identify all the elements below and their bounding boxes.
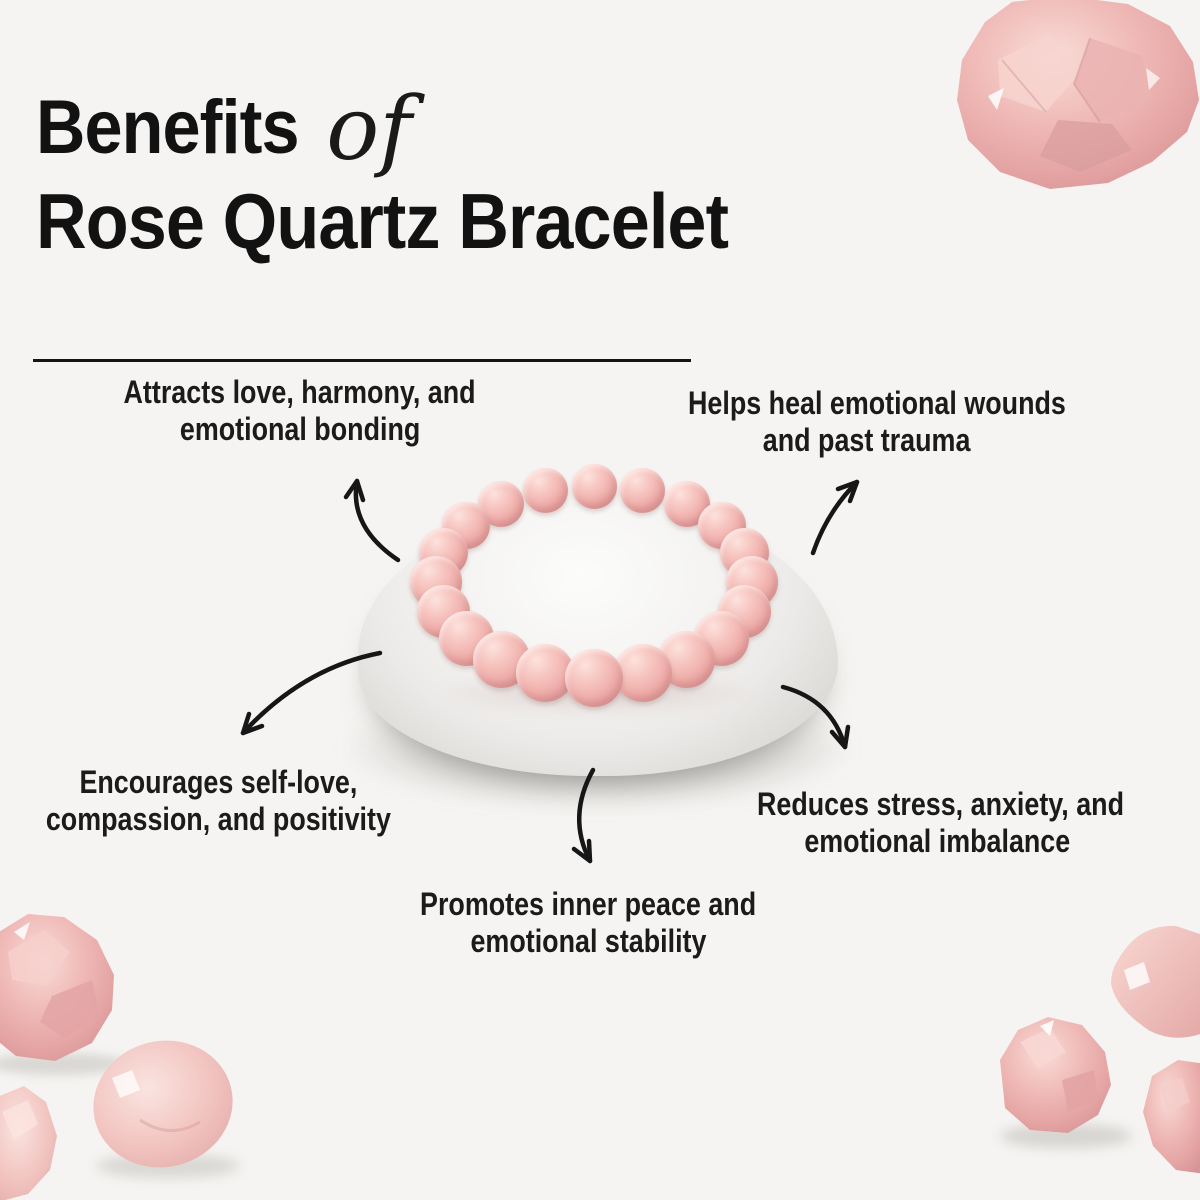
curved-arrow-to-self-love [240,650,383,736]
title-line-2: Rose Quartz Bracelet [33,176,805,362]
arrow-shaft [577,767,596,864]
benefit-label-attracts-love: Attracts love, harmony, and emotional bo… [85,374,515,448]
arrow-head [835,479,860,504]
crystal-bottom-right-teardrop [1111,925,1200,1038]
benefit-text: Attracts love, harmony, and [123,374,477,410]
benefit-label-heal-wounds: Helps heal emotional wounds and past tra… [652,385,1082,459]
curved-arrow-to-heal-wounds [810,479,860,556]
benefit-text: compassion, and positivity [45,801,391,837]
crystal-bottom-left-tumbled [93,1040,240,1178]
benefit-label-reduces-stress: Reduces stress, anxiety, and emotional i… [722,786,1152,860]
benefit-text: emotional stability [470,923,706,959]
crystal-bottom-center-right [1000,1017,1132,1148]
arrow-shaft [240,650,383,736]
benefit-text: Helps heal emotional wounds [687,385,1066,421]
title-product-name: Rose Quartz Bracelet [36,177,729,265]
benefit-text: Promotes inner peace and [419,886,757,922]
crystal-bottom-left-rough [0,914,128,1075]
arrow-head [343,478,366,503]
arrow-shaft [353,478,401,563]
benefit-text: Encourages self-love, [79,764,357,800]
arrow-head [240,711,265,736]
arrow-head [829,724,851,750]
benefit-text: Reduces stress, anxiety, and [756,786,1124,822]
title-line-1: Benefits of [36,77,412,180]
curved-arrow-to-inner-peace [571,767,596,864]
title-prefix: Benefits [36,85,300,170]
benefit-text: emotional imbalance [804,823,1070,859]
crystal-bottom-right-edge [1143,1060,1200,1174]
title-underline [33,359,691,362]
arrow-shaft [810,479,860,556]
benefit-label-self-love: Encourages self-love, compassion, and po… [3,764,433,838]
crystal-top-right [957,0,1199,189]
crystal-left-edge-partial [0,1086,57,1200]
arrow-shaft [780,684,848,750]
curved-arrow-to-attracts-love [343,478,401,563]
benefit-label-inner-peace: Promotes inner peace and emotional stabi… [373,886,803,960]
arrow-head [571,838,593,864]
benefit-text: and past trauma [763,422,971,458]
benefit-text: emotional bonding [179,411,421,447]
title-of-word: of [326,77,412,180]
curved-arrow-to-reduces-stress [780,684,851,750]
